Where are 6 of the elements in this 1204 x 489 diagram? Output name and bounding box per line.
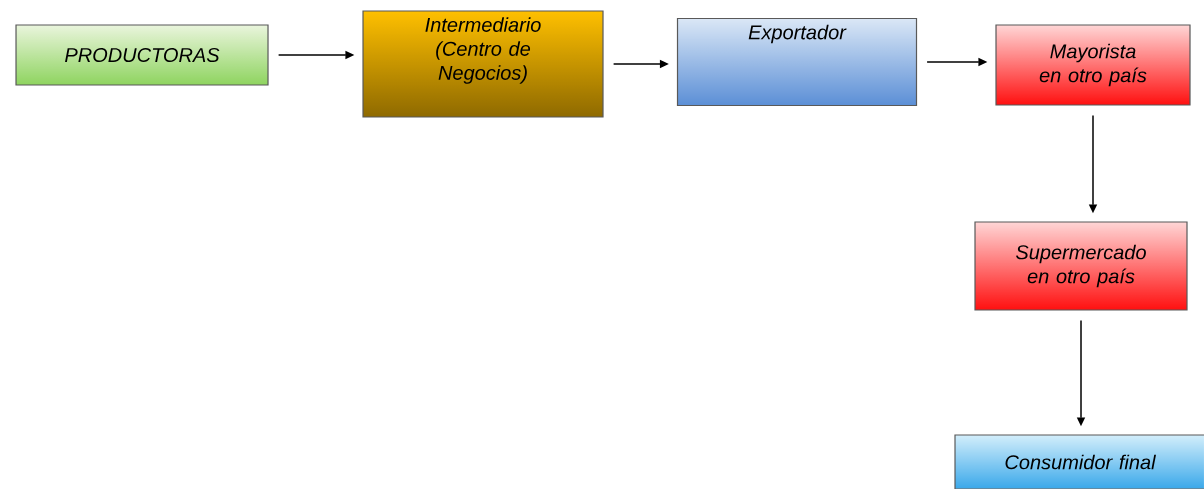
process-box: Consumidor final — [954, 434, 1204, 489]
process-box: PRODUCTORAS — [15, 24, 269, 86]
process-box: Mayorista en otro país — [995, 24, 1191, 106]
process-box: Supermercado en otro país — [974, 221, 1188, 311]
process-box: Exportador — [676, 17, 918, 107]
process-box: Intermediario (Centro de Negocios) — [362, 10, 604, 118]
